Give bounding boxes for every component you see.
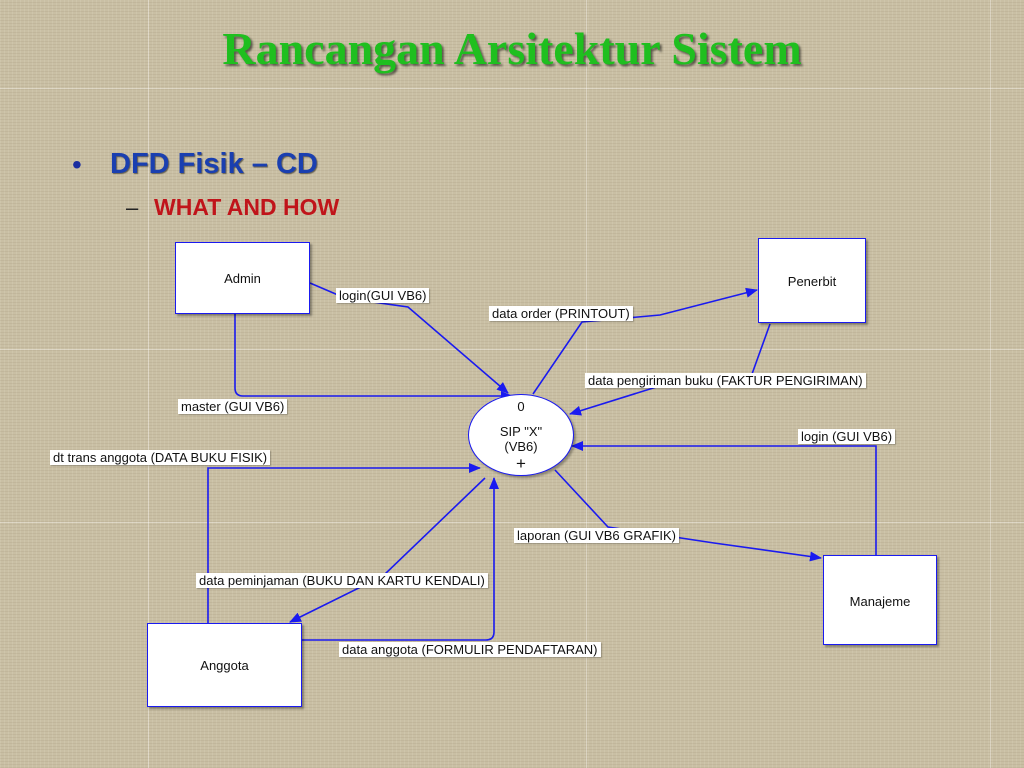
plus-icon: + bbox=[516, 454, 526, 473]
bullet-dot-icon: • bbox=[72, 148, 82, 180]
flow-label-data-anggota: data anggota (FORMULIR PENDAFTARAN) bbox=[339, 642, 601, 657]
bullet-item: • DFD Fisik – CD bbox=[72, 148, 318, 181]
process-sip: 0 SIP "X" (VB6) + bbox=[468, 394, 574, 476]
sub-bullet-text: WHAT AND HOW bbox=[154, 194, 340, 220]
entity-label: Manajeme bbox=[849, 594, 911, 609]
flow-label-login-admin: login(GUI VB6) bbox=[336, 288, 430, 303]
background-guide bbox=[0, 522, 1024, 523]
flow-line-data-peminjaman bbox=[289, 477, 486, 623]
entity-label: Penerbit bbox=[787, 274, 837, 289]
flow-label-laporan: laporan (GUI VB6 GRAFIK) bbox=[514, 528, 679, 543]
slide-title: Rancangan Arsitektur Sistem bbox=[222, 23, 802, 74]
background-guide bbox=[148, 0, 149, 768]
flow-label-data-pengiriman: data pengiriman buku (FAKTUR PENGIRIMAN) bbox=[585, 373, 866, 388]
flow-label-dt-trans: dt trans anggota (DATA BUKU FISIK) bbox=[50, 450, 271, 465]
flow-line-master bbox=[234, 314, 513, 401]
sub-bullet-item: – WHAT AND HOW bbox=[126, 194, 339, 221]
bullet-text: DFD Fisik – CD bbox=[110, 148, 318, 180]
entity-admin: Admin bbox=[175, 242, 310, 314]
flow-line-laporan bbox=[554, 469, 822, 562]
entity-anggota: Anggota bbox=[147, 623, 302, 707]
flow-label-login-manajeme: login (GUI VB6) bbox=[798, 429, 896, 444]
entity-penerbit: Penerbit bbox=[758, 238, 866, 323]
flow-line-login-manajeme bbox=[571, 441, 877, 555]
background-guide bbox=[0, 88, 1024, 89]
process-name: SIP "X" bbox=[499, 424, 543, 439]
entity-label: Admin bbox=[224, 271, 261, 286]
background-guide bbox=[990, 0, 991, 768]
flow-label-master: master (GUI VB6) bbox=[178, 399, 288, 414]
flow-label-data-peminjaman: data peminjaman (BUKU DAN KARTU KENDALI) bbox=[196, 573, 488, 588]
dash-icon: – bbox=[126, 194, 139, 220]
process-number: 0 bbox=[517, 399, 525, 414]
flow-line-dt-trans bbox=[207, 463, 481, 623]
flow-line-data-pengiriman bbox=[569, 323, 771, 416]
background-guide bbox=[0, 349, 1024, 350]
flow-line-data-anggota bbox=[302, 477, 499, 641]
process-subtitle: (VB6) bbox=[504, 439, 538, 454]
entity-manajeme: Manajeme bbox=[823, 555, 937, 645]
flow-label-data-order: data order (PRINTOUT) bbox=[489, 306, 633, 321]
entity-label: Anggota bbox=[200, 658, 249, 673]
